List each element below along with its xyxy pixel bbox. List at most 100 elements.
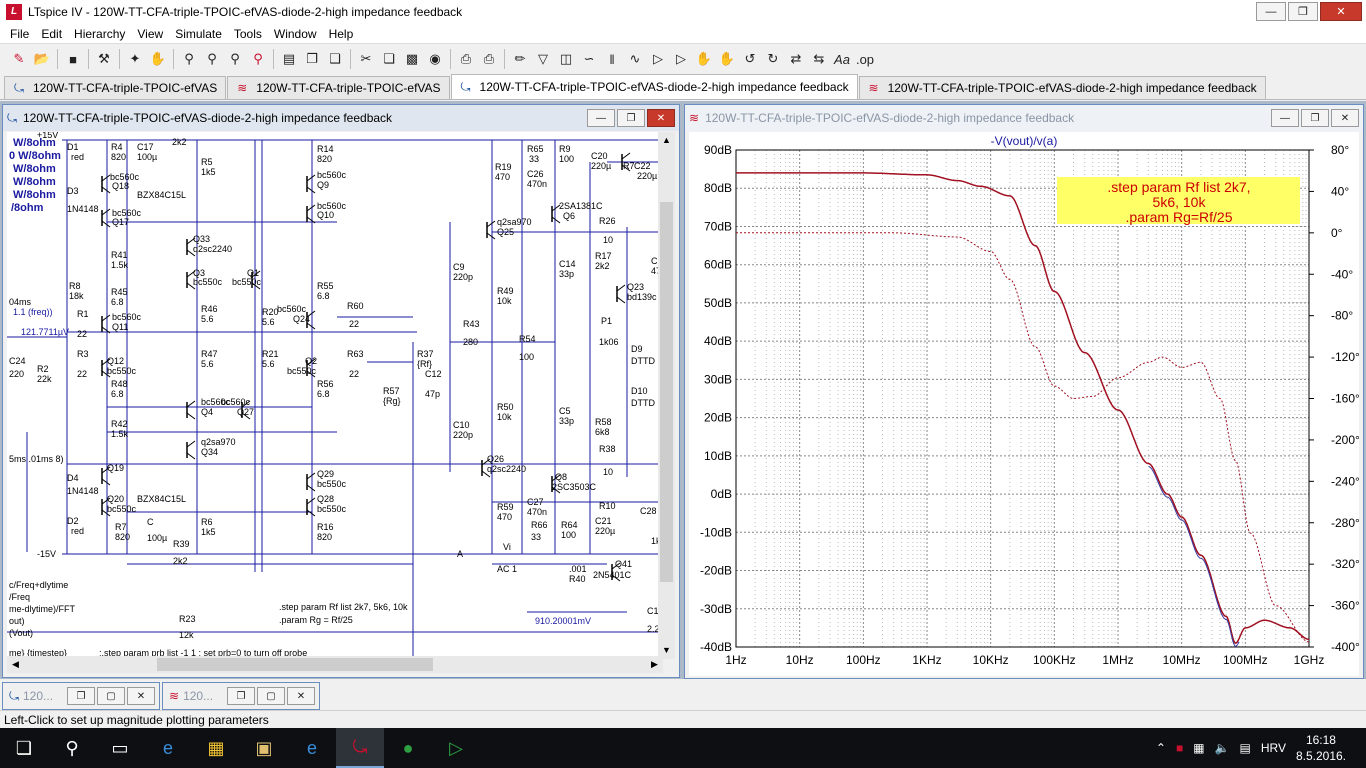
schematic-label-q17m[interactable]: bc560c <box>112 208 142 218</box>
schematic-close-button[interactable]: ✕ <box>647 109 675 127</box>
ltspice-task-icon[interactable]: ⤿ <box>336 728 384 768</box>
chevron-up-icon[interactable]: ⌃ <box>1155 741 1166 755</box>
schematic-label-r41v[interactable]: 1.5k <box>111 260 129 270</box>
schematic-label-r1[interactable]: R1 <box>77 309 89 319</box>
schematic-label-r63[interactable]: R63 <box>347 349 364 359</box>
schematic-minimize-button[interactable]: — <box>587 109 615 127</box>
schematic-label-red1[interactable]: red <box>71 152 84 162</box>
y-left-tick-label[interactable]: 30dB <box>704 372 732 386</box>
ie-icon[interactable]: e <box>306 737 317 758</box>
y-right-tick-label[interactable]: -320° <box>1331 557 1360 571</box>
y-left-tick-label[interactable]: 20dB <box>704 411 732 425</box>
run-icon[interactable]: ✦ <box>129 51 141 66</box>
maximize-button[interactable]: ❐ <box>1288 2 1318 21</box>
schematic-label-r46v[interactable]: 5.6 <box>201 314 214 324</box>
schematic-label-q11[interactable]: Q11 <box>112 322 128 332</box>
y-left-tick-label[interactable]: 70dB <box>704 219 732 233</box>
y-right-tick-label[interactable]: -240° <box>1331 474 1360 488</box>
waveform-minimize-button[interactable]: — <box>1271 109 1299 127</box>
x-tick-label[interactable]: 10MHz <box>1163 653 1201 667</box>
directive-3[interactable]: out) <box>9 616 25 626</box>
spice-directive-icon[interactable]: .op <box>855 51 875 67</box>
menu-file[interactable]: File <box>10 26 30 41</box>
schematic-label-q9m[interactable]: bc560c <box>317 170 347 180</box>
left-label-4[interactable]: W/8ohm <box>13 189 56 201</box>
directive-1[interactable]: /Freq <box>9 592 30 602</box>
schematic-label-q19[interactable]: Q19 <box>107 463 124 473</box>
schematic-label-q33[interactable]: Q33 <box>193 234 210 244</box>
tab-waveform-2[interactable]: ≋ 120W-TT-CFA-triple-TPOIC-efVAS-diode-2… <box>858 76 1266 99</box>
schematic-label-c5v[interactable]: 33p <box>559 416 574 426</box>
close-window-icon[interactable]: ❑ <box>329 51 341 66</box>
y-left-tick-label[interactable]: 10dB <box>704 449 732 463</box>
schematic-label-r16v[interactable]: 820 <box>317 532 332 542</box>
ground-icon[interactable]: ▽ <box>538 51 548 66</box>
close-button[interactable]: ✕ <box>1320 2 1362 21</box>
schematic-label-q8m[interactable]: 2SC3503C <box>552 482 597 492</box>
schematic-label-p1v[interactable]: 1k06 <box>599 337 619 347</box>
schematic-label-r65[interactable]: R65 <box>527 144 544 154</box>
scroll-down-icon[interactable]: ▼ <box>662 645 671 655</box>
y-left-tick-label[interactable]: -20dB <box>700 564 732 578</box>
schematic-label-d10m[interactable]: DTTD <box>631 398 655 408</box>
schematic-label-c22[interactable]: C22 <box>634 161 651 171</box>
horizontal-scroll-thumb[interactable] <box>157 658 433 671</box>
schematic-label-r3v[interactable]: 22 <box>77 369 87 379</box>
schematic-label-q17[interactable]: Q17 <box>112 217 129 227</box>
schematic-label-q25[interactable]: Q25 <box>497 227 514 237</box>
x-tick-label[interactable]: 10KHz <box>973 653 1009 667</box>
schematic-label-d1[interactable]: D1 <box>67 142 79 152</box>
schematic-label-r20[interactable]: R20 <box>262 307 279 317</box>
x-tick-label[interactable]: 1KHz <box>912 653 941 667</box>
y-left-tick-label[interactable]: 60dB <box>704 258 732 272</box>
schematic-label-c10[interactable]: C10 <box>453 420 470 430</box>
minimize-button[interactable]: — <box>1256 2 1286 21</box>
schematic-label-q20m[interactable]: bc550c <box>107 504 137 514</box>
mirror-icon[interactable]: ⇆ <box>813 51 825 66</box>
menu-hierarchy[interactable]: Hierarchy <box>74 26 126 41</box>
schematic-label-r4[interactable]: R4 <box>111 142 123 152</box>
schematic-label-r58[interactable]: R58 <box>595 417 612 427</box>
waveform-restore-button[interactable]: ❐ <box>1301 109 1329 127</box>
schematic-label-q41[interactable]: Q41 <box>615 559 632 569</box>
schematic-label-q12m[interactable]: bc550c <box>107 366 137 376</box>
schematic-label-c20[interactable]: C20 <box>591 151 608 161</box>
schematic-label-meas_v[interactable]: 121.7711µV <box>21 327 69 337</box>
x-tick-label[interactable]: 100KHz <box>1033 653 1076 667</box>
schematic-label-c17[interactable]: C17 <box>137 142 154 152</box>
schematic-label-r7[interactable]: R7 <box>115 522 127 532</box>
search-icon[interactable]: ⚲ <box>65 737 79 758</box>
schematic-label-c26v[interactable]: 470n <box>527 179 547 189</box>
schematic-label-q18[interactable]: Q18 <box>112 181 129 191</box>
volume-icon[interactable]: 🔈 <box>1214 741 1230 755</box>
menu-tools[interactable]: Tools <box>233 26 262 41</box>
y-right-tick-label[interactable]: 40° <box>1331 184 1349 198</box>
schematic-label-q8[interactable]: Q8 <box>555 472 567 482</box>
schematic-label-r17v[interactable]: 2k2 <box>595 261 610 271</box>
schematic-label-rf_lbl[interactable]: 1k <box>651 536 661 546</box>
schematic-label-c21v[interactable]: 220µ <box>595 526 615 536</box>
y-left-tick-label[interactable]: 0dB <box>711 487 732 501</box>
edge-icon[interactable]: e <box>162 737 173 758</box>
schematic-label-p1[interactable]: P1 <box>601 316 612 326</box>
schematic-label-r23v[interactable]: 12k <box>179 630 194 640</box>
schematic-label-q2m[interactable]: bc550c <box>287 366 317 376</box>
tab-waveform-1[interactable]: ≋ 120W-TT-CFA-triple-TPOIC-efVAS <box>227 76 450 99</box>
menu-edit[interactable]: Edit <box>41 26 63 41</box>
schematic-label-q18m[interactable]: bc560c <box>110 172 140 182</box>
zoom-fit-icon[interactable]: ⚲ <box>253 51 263 66</box>
x-tick-label[interactable]: 100Hz <box>846 653 881 667</box>
schematic-label-r57v[interactable]: {Rg} <box>383 396 401 406</box>
schematic-label-c10v[interactable]: 220p <box>453 430 473 440</box>
schematic-label-r6[interactable]: R6 <box>201 517 213 527</box>
schematic-label-r2[interactable]: R2 <box>37 364 49 374</box>
menu-simulate[interactable]: Simulate <box>175 26 222 41</box>
probe-directive[interactable]: ;.step param prb list -1 1 ; set prb=0 t… <box>99 648 307 658</box>
clock[interactable]: 16:18 8.5.2016. <box>1295 733 1346 763</box>
schematic-label-r7b[interactable]: R7 <box>623 161 635 171</box>
menu-window[interactable]: Window <box>273 26 317 41</box>
schematic-label-c27v[interactable]: 470n <box>527 507 547 517</box>
schematic-label-r56[interactable]: R56 <box>317 379 334 389</box>
action-center-icon[interactable]: ▤ <box>1239 741 1251 755</box>
